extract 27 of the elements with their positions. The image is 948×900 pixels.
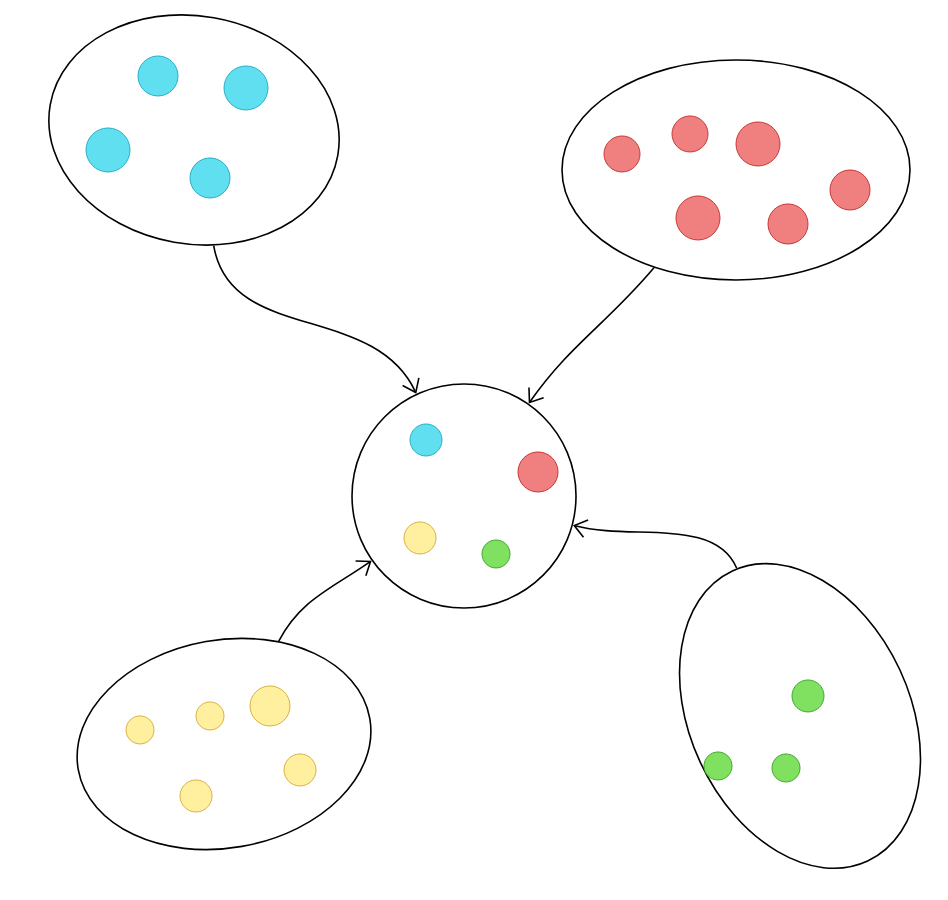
dot — [223, 65, 269, 111]
dot — [675, 195, 721, 241]
dot — [703, 751, 733, 781]
arrow — [277, 560, 372, 642]
dot — [85, 127, 131, 173]
dot — [195, 701, 225, 731]
dot — [735, 121, 781, 167]
dot — [137, 55, 179, 97]
dot — [481, 539, 511, 569]
dot — [249, 685, 291, 727]
dot — [125, 715, 155, 745]
dot — [403, 521, 437, 555]
dot — [179, 779, 213, 813]
dot — [409, 423, 443, 457]
dot — [283, 753, 317, 787]
dot — [517, 451, 559, 493]
dot — [671, 115, 709, 153]
set-circle — [351, 383, 577, 609]
arrow — [528, 267, 655, 404]
arrow — [572, 519, 738, 570]
dot — [771, 753, 801, 783]
dot — [829, 169, 871, 211]
dot — [189, 157, 231, 199]
dot — [767, 203, 809, 245]
dot — [791, 679, 825, 713]
arrow — [212, 244, 420, 394]
dot — [603, 135, 641, 173]
